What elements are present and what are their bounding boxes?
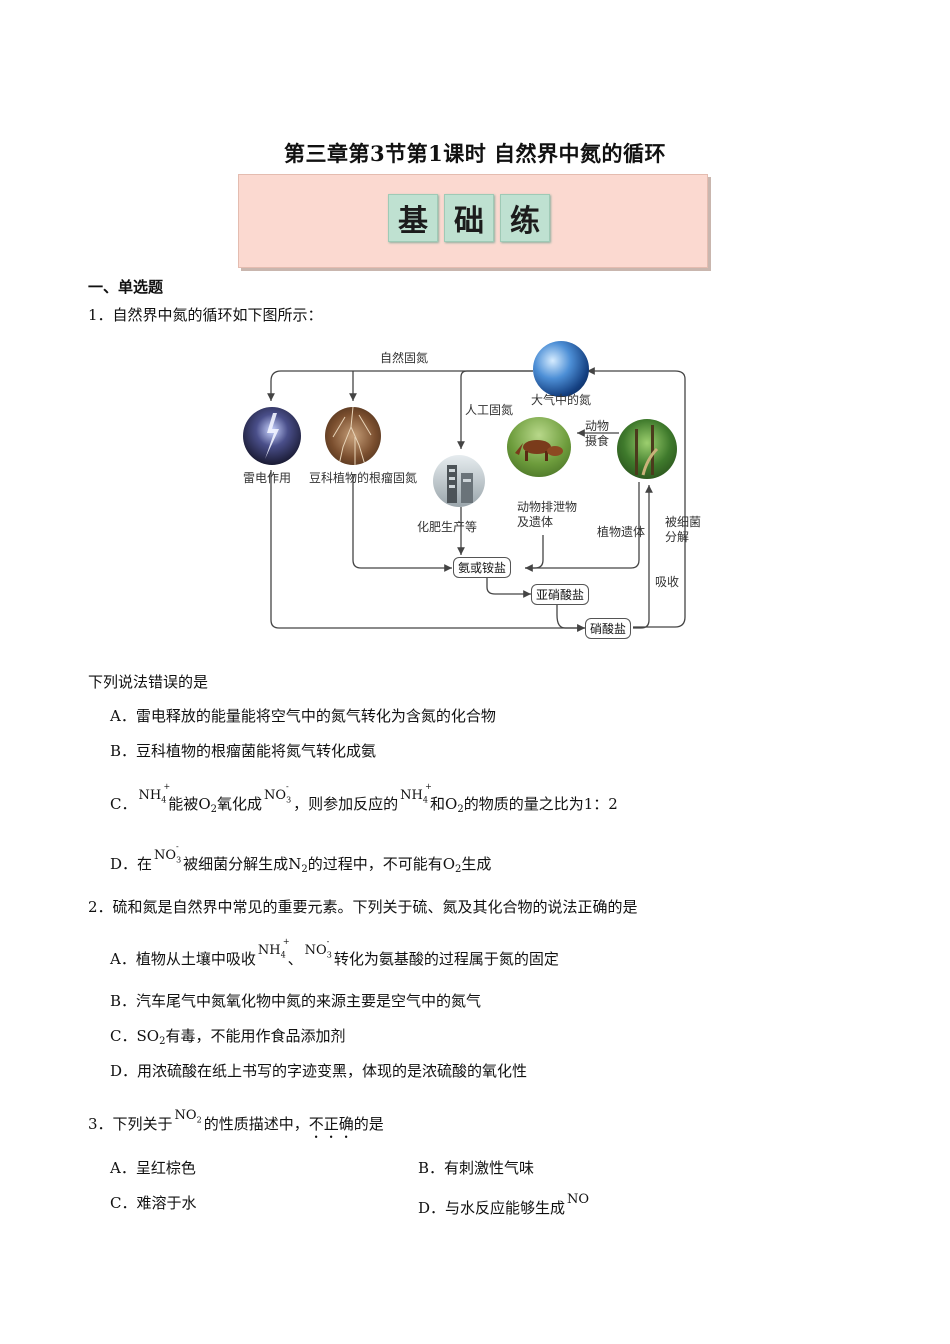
label-lightning: 雷电作用 <box>243 471 292 485</box>
page-title: 第三章第3节第1课时 自然界中氮的循环 <box>283 141 667 166</box>
grazing-animal-image <box>507 417 571 477</box>
section-heading: 一、单选题 <box>88 278 164 296</box>
emphasis-incorrect: 不正确 <box>308 1115 354 1133</box>
label-animal-waste: 动物排泄物 及遗体 <box>517 500 578 529</box>
q1-question: 下列说法错误的是 <box>88 673 209 691</box>
forest-image <box>617 419 677 479</box>
formula-no2: NO2 <box>174 1108 202 1125</box>
formula-no3: NO3- <box>264 782 292 805</box>
diagram-arrows <box>267 367 686 632</box>
formula-nh4: NH4+ <box>138 782 171 805</box>
q2-stem: 2．硫和氮是自然界中常见的重要元素。下列关于硫、氮及其化合物的说法正确的是 <box>88 898 638 916</box>
legume-root-image <box>325 407 381 465</box>
formula-nh4: NH4+ <box>257 937 290 960</box>
label-factory: 化肥生产等 <box>417 520 478 534</box>
banner-char: 础 <box>444 194 494 242</box>
nitrogen-cycle-diagram: 自然固氮 大气中的氮 人工固氮 雷电作用 豆科植物的根瘤固氮 化肥生产等 动物 … <box>235 335 701 639</box>
q1-c-prefix: C． <box>110 795 137 813</box>
formula-nh4: NH4+ <box>400 782 432 805</box>
label-legume: 豆科植物的根瘤固氮 <box>309 471 418 485</box>
label-animal-eat: 动物 摄食 <box>585 419 610 448</box>
label-absorb: 吸收 <box>655 575 680 589</box>
q3-option-b: B．有刺激性气味 <box>418 1159 535 1177</box>
q2-option-b: B．汽车尾气中氮氧化物中氮的来源主要是空气中的氮气 <box>110 992 482 1010</box>
formula-no3: NO3- <box>154 842 182 865</box>
q2-option-c: C．SO2有毒，不能用作食品添加剂 <box>110 1027 346 1047</box>
q1-stem: 1．自然界中氮的循环如下图所示： <box>88 306 323 324</box>
q3-option-a: A．呈红棕色 <box>110 1159 196 1177</box>
q3-option-c: C．难溶于水 <box>110 1194 197 1212</box>
box-nitrite: 亚硝酸盐 <box>531 584 590 605</box>
earth-image <box>533 341 589 397</box>
q2-option-d: D．用浓硫酸在纸上书写的字迹变黑，体现的是浓硫酸的氧化性 <box>110 1062 528 1080</box>
box-ammonia: 氨或铵盐 <box>453 557 512 578</box>
banner-char: 练 <box>500 194 550 242</box>
factory-image <box>433 455 485 507</box>
q1-c-text: 能被 <box>168 795 199 813</box>
lightning-image <box>243 407 301 465</box>
banner-char: 基 <box>388 194 438 242</box>
q1-option-a: A．雷电释放的能量能将空气中的氮气转化为含氮的化合物 <box>110 707 496 725</box>
formula-no3: NO3- <box>304 937 332 960</box>
label-atmosphere: 大气中的氮 <box>531 393 592 407</box>
q1-option-b: B．豆科植物的根瘤菌能将氮气转化成氨 <box>110 742 377 760</box>
label-plant-remains: 植物遗体 <box>597 525 646 539</box>
section-banner: 基 础 练 <box>238 174 708 268</box>
box-nitrate: 硝酸盐 <box>585 618 632 639</box>
label-bacteria-decompose: 被细菌 分解 <box>665 515 702 544</box>
label-natural-fixation: 自然固氮 <box>380 351 429 365</box>
formula-no: NO <box>567 1192 590 1207</box>
label-artificial-fixation: 人工固氮 <box>465 403 514 417</box>
